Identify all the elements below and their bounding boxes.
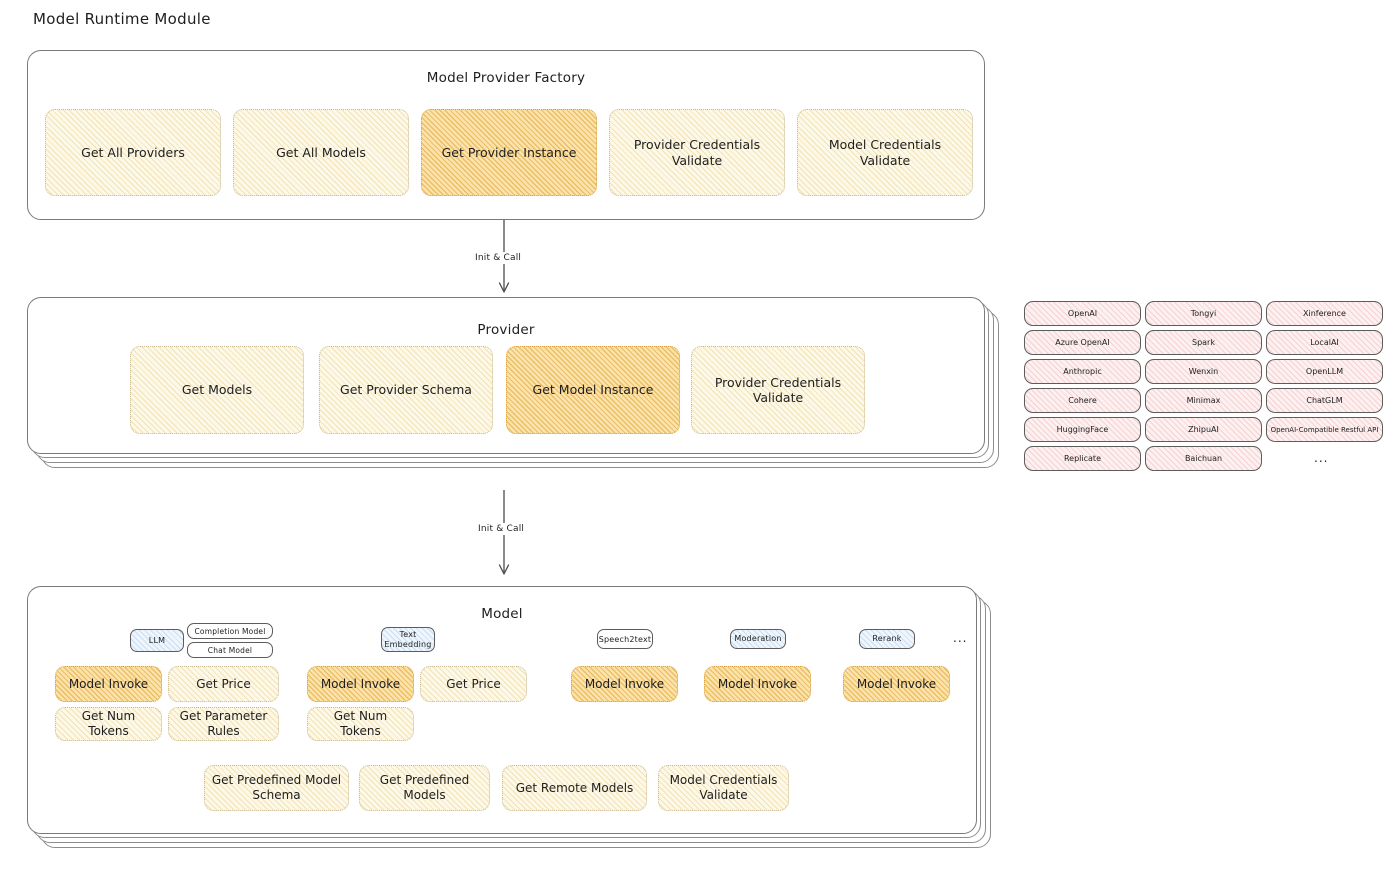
provider-box-get-provider-schema[interactable]: Get Provider Schema [319, 346, 493, 434]
factory-box-provider-credentials-validate[interactable]: Provider Credentials Validate [609, 109, 785, 196]
model-types-more: ... [953, 631, 968, 645]
llm-op-get-parameter-rules[interactable]: Get Parameter Rules [168, 707, 279, 741]
provider-chip-anthropic[interactable]: Anthropic [1024, 359, 1141, 384]
arrow-provider-to-model [498, 490, 510, 575]
provider-chip-spark[interactable]: Spark [1145, 330, 1262, 355]
text-embedding-op-model-invoke[interactable]: Model Invoke [307, 666, 414, 702]
provider-box-provider-credentials-validate[interactable]: Provider Credentials Validate [691, 346, 865, 434]
model-type-badge-rerank[interactable]: Rerank [859, 629, 915, 649]
provider-chip-cohere[interactable]: Cohere [1024, 388, 1141, 413]
model-label: Model [481, 606, 523, 622]
provider-chip-chatglm[interactable]: ChatGLM [1266, 388, 1383, 413]
arrow-label-init-and-call-1: Init & Call [472, 252, 525, 264]
model-type-badge-speech2text[interactable]: Speech2text [597, 629, 653, 649]
model-shared-op-get-predefined-models[interactable]: Get Predefined Models [359, 765, 490, 811]
speech2text-op-model-invoke[interactable]: Model Invoke [571, 666, 678, 702]
model-panel: Model LLM Completion Model Chat Model Mo… [27, 586, 977, 834]
model-type-badge-llm[interactable]: LLM [130, 629, 184, 652]
moderation-op-model-invoke[interactable]: Model Invoke [704, 666, 811, 702]
model-type-badge-moderation[interactable]: Moderation [730, 629, 786, 649]
provider-chip-minimax[interactable]: Minimax [1145, 388, 1262, 413]
model-subtype-badge-chat-model[interactable]: Chat Model [187, 642, 273, 658]
provider-chip-zhipuai[interactable]: ZhipuAI [1145, 417, 1262, 442]
provider-chip-baichuan[interactable]: Baichuan [1145, 446, 1262, 471]
page-title: Model Runtime Module [33, 10, 211, 28]
provider-chip-openllm[interactable]: OpenLLM [1266, 359, 1383, 384]
factory-box-get-all-providers[interactable]: Get All Providers [45, 109, 221, 196]
llm-op-get-price[interactable]: Get Price [168, 666, 279, 702]
rerank-op-model-invoke[interactable]: Model Invoke [843, 666, 950, 702]
model-shared-op-get-remote-models[interactable]: Get Remote Models [502, 765, 647, 811]
provider-list: OpenAI Azure OpenAI Anthropic Cohere Hug… [1024, 301, 1384, 476]
text-embedding-op-get-price[interactable]: Get Price [420, 666, 527, 702]
provider-box-get-models[interactable]: Get Models [130, 346, 304, 434]
provider-chip-replicate[interactable]: Replicate [1024, 446, 1141, 471]
provider-chip-azure-openai[interactable]: Azure OpenAI [1024, 330, 1141, 355]
provider-panel: Provider Get Models Get Provider Schema … [27, 297, 985, 454]
provider-box-get-model-instance[interactable]: Get Model Instance [506, 346, 680, 434]
model-provider-factory-label: Model Provider Factory [426, 70, 586, 86]
factory-box-model-credentials-validate[interactable]: Model Credentials Validate [797, 109, 973, 196]
text-embedding-op-get-num-tokens[interactable]: Get Num Tokens [307, 707, 414, 741]
factory-box-get-all-models[interactable]: Get All Models [233, 109, 409, 196]
provider-list-more: ... [1314, 451, 1329, 465]
llm-op-model-invoke[interactable]: Model Invoke [55, 666, 162, 702]
llm-op-get-num-tokens[interactable]: Get Num Tokens [55, 707, 162, 741]
model-shared-op-model-credentials-validate[interactable]: Model Credentials Validate [658, 765, 789, 811]
provider-chip-wenxin[interactable]: Wenxin [1145, 359, 1262, 384]
model-shared-op-get-predefined-model-schema[interactable]: Get Predefined Model Schema [204, 765, 349, 811]
provider-chip-localai[interactable]: LocalAI [1266, 330, 1383, 355]
provider-chip-xinference[interactable]: Xinference [1266, 301, 1383, 326]
model-type-badge-text-embedding[interactable]: Text Embedding [381, 627, 435, 652]
model-provider-factory-panel: Model Provider Factory Get All Providers… [27, 50, 985, 220]
factory-box-get-provider-instance[interactable]: Get Provider Instance [421, 109, 597, 196]
provider-chip-tongyi[interactable]: Tongyi [1145, 301, 1262, 326]
arrow-label-init-and-call-2: Init & Call [475, 523, 528, 535]
provider-chip-openai-compatible-restful-api[interactable]: OpenAI-Compatible Restful API [1266, 417, 1383, 442]
provider-label: Provider [477, 322, 535, 338]
provider-chip-openai[interactable]: OpenAI [1024, 301, 1141, 326]
provider-chip-huggingface[interactable]: HuggingFace [1024, 417, 1141, 442]
model-subtype-badge-completion-model[interactable]: Completion Model [187, 623, 273, 639]
